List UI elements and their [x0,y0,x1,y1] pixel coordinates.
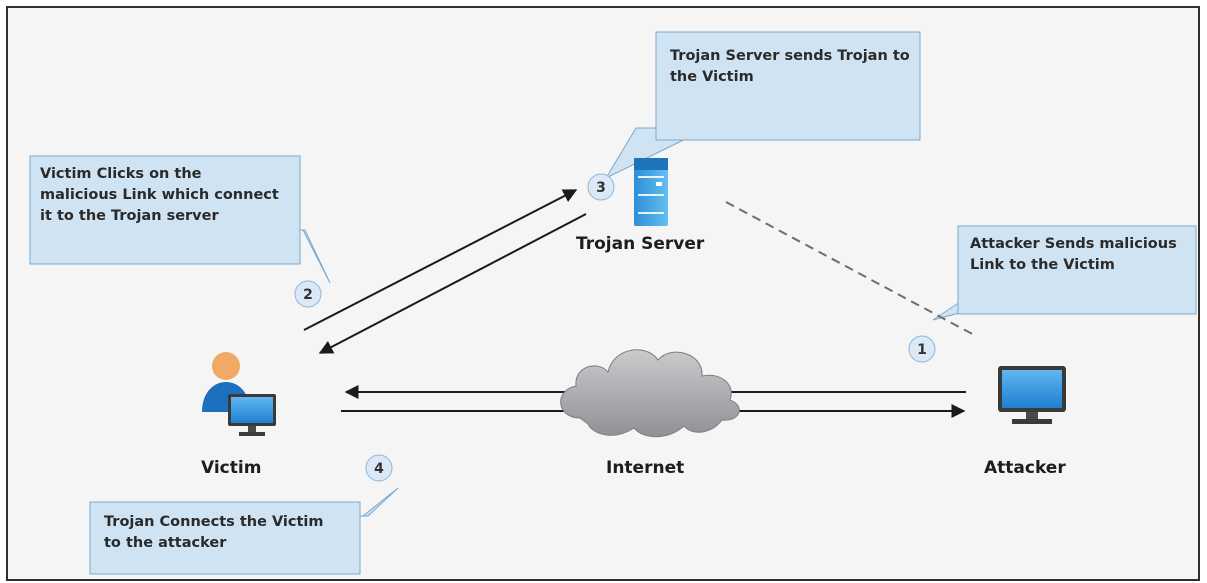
callout-box-step4 [89,487,399,575]
step-badge-2: 2 [294,280,322,308]
victim-label: Victim [201,458,262,478]
step-number-4: 4 [374,461,384,477]
internet-label: Internet [606,458,685,478]
attacker-monitor-icon [998,366,1066,424]
step-badge-4: 4 [365,454,393,482]
step-number-2: 2 [303,287,313,303]
callout-box-step1 [932,225,1197,321]
step-number-3: 3 [596,180,606,196]
callout-text-step2: Victim Clicks on the malicious Link whic… [40,166,279,224]
arrow-server-to-victim [318,213,587,354]
attacker-label: Attacker [984,458,1066,478]
diagram-canvas: 1 2 3 4 [29,31,1197,575]
diagram-frame: 1 2 3 4 Trojan Server sends Trojan to th… [6,6,1200,581]
callout-box-step2 [29,155,331,284]
callout-text-step1: Attacker Sends malicious Link to the Vic… [970,236,1177,273]
victim-icon [202,352,276,436]
cloud-icon [560,349,740,438]
callout-text-step4: Trojan Connects the Victim to the attack… [104,514,324,551]
arrow-victim-to-server [303,189,578,331]
step-badge-3: 3 [587,173,615,201]
callout-box-step3 [604,31,921,180]
trojan-server-label: Trojan Server [576,234,705,254]
step-number-1: 1 [917,342,927,358]
server-icon [634,158,668,226]
callout-text-step3: Trojan Server sends Trojan to the Victim [670,48,910,85]
step-badge-1: 1 [908,335,936,363]
dashed-link-server-attacker [725,201,977,337]
